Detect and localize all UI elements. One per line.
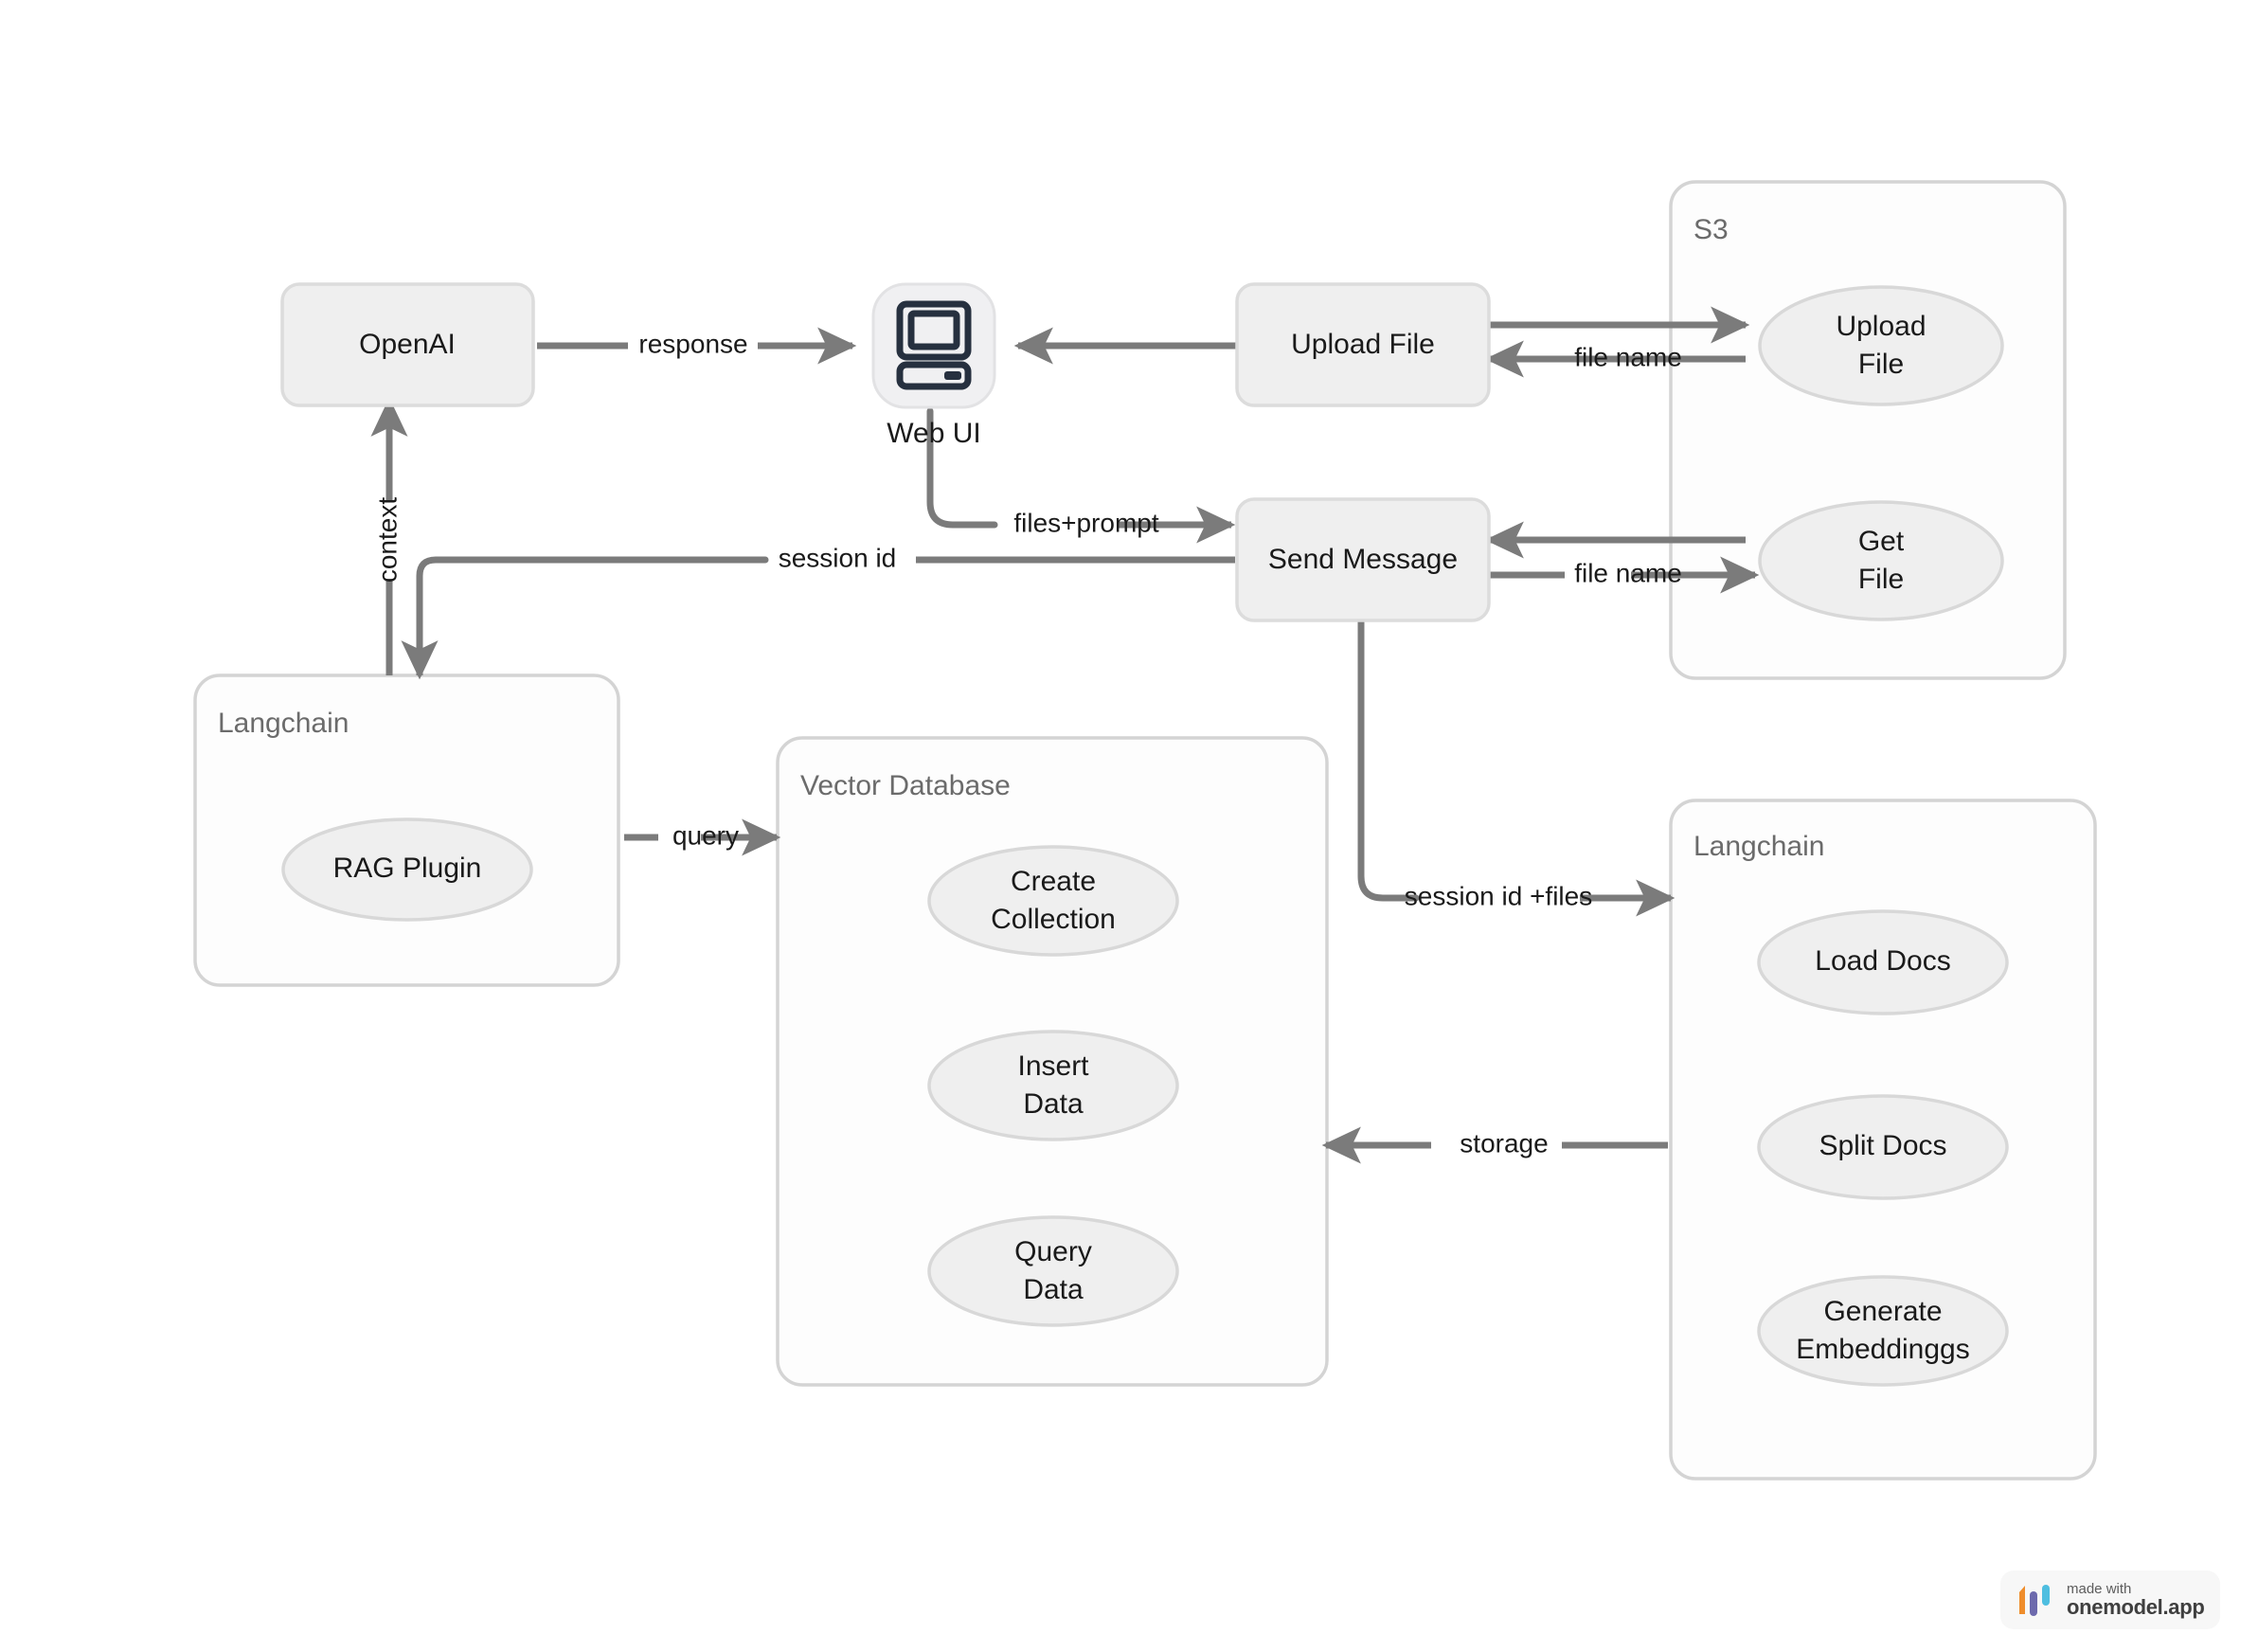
node-s3-upload-file[interactable]: Upload File	[1758, 285, 2004, 406]
edge-label-file-name-get: file name	[1574, 558, 1682, 587]
edge-s3upload-to-upload: file name	[1484, 340, 1746, 378]
node-split-docs[interactable]: Split Docs	[1757, 1094, 2009, 1200]
node-load-docs[interactable]: Load Docs	[1757, 909, 2009, 1015]
watermark-text: made with onemodel.app	[2067, 1580, 2205, 1620]
onemodel-watermark-badge[interactable]: made with onemodel.app	[2000, 1571, 2220, 1629]
rag-plugin-ellipse[interactable]	[281, 817, 533, 922]
send-message-action-label: Send Message	[1268, 544, 1458, 575]
node-web-ui[interactable]: Web UI	[871, 282, 996, 449]
send-message-action-box[interactable]	[1235, 497, 1491, 622]
create-collection-ellipse[interactable]	[927, 845, 1179, 957]
edge-label-files-prompt: files+prompt	[1013, 508, 1159, 537]
langchain-left-title: Langchain	[218, 708, 349, 739]
openai-box[interactable]	[280, 282, 535, 407]
node-s3-get-file[interactable]: Get File	[1758, 500, 2004, 621]
insert-data-label-line1: Insert	[1017, 1050, 1089, 1082]
create-collection-label-line2: Collection	[991, 904, 1116, 935]
edge-label-query: query	[672, 820, 739, 850]
insert-data-label-line2: Data	[1023, 1088, 1084, 1120]
edge-webui-to-send: files+prompt	[926, 407, 1236, 544]
desktop-computer-icon	[896, 300, 972, 390]
watermark-brand: onemodel.app	[2067, 1595, 2205, 1620]
upload-file-action-label: Upload File	[1291, 329, 1435, 360]
upload-file-action-box[interactable]	[1235, 282, 1491, 407]
edge-label-session-id-files: session id +files	[1405, 881, 1592, 910]
node-upload-file-action[interactable]: Upload File	[1235, 282, 1491, 407]
node-rag-plugin[interactable]: RAG Plugin	[281, 817, 533, 922]
langchain-right-title: Langchain	[1694, 831, 1824, 862]
s3-get-file-ellipse[interactable]	[1758, 500, 2004, 621]
rag-plugin-label: RAG Plugin	[333, 853, 482, 884]
edge-ragplugin-to-vectordb: query	[624, 818, 781, 856]
s3-upload-file-label-line2: File	[1858, 349, 1904, 380]
query-data-label-line1: Query	[1014, 1236, 1092, 1267]
edge-send-to-session-langchain: session id	[401, 543, 1235, 680]
generate-embeddings-ellipse[interactable]	[1757, 1275, 2009, 1387]
node-openai[interactable]: OpenAI	[280, 282, 535, 407]
watermark-made-with: made with	[2067, 1580, 2132, 1597]
node-send-message-action[interactable]: Send Message	[1235, 497, 1491, 622]
s3-get-file-label-line1: Get	[1858, 526, 1905, 557]
edge-label-context: context	[372, 497, 402, 583]
load-docs-label: Load Docs	[1815, 945, 1950, 977]
edge-send-to-s3get: file name	[1489, 556, 1760, 594]
onemodel-logo-icon	[2018, 1585, 2050, 1616]
node-insert-data[interactable]: Insert Data	[927, 1030, 1179, 1141]
create-collection-label-line1: Create	[1011, 866, 1096, 897]
generate-embeddings-label-line1: Generate	[1823, 1296, 1942, 1327]
edge-send-to-langchain-right: session id +files	[1357, 614, 1676, 917]
edge-label-file-name-upload: file name	[1574, 342, 1682, 371]
edge-label-storage: storage	[1460, 1128, 1548, 1158]
split-docs-label: Split Docs	[1819, 1130, 1946, 1161]
s3-upload-file-label-line1: Upload	[1836, 311, 1926, 342]
generate-embeddings-label-line2: Embeddinggs	[1796, 1334, 1969, 1365]
load-docs-ellipse[interactable]	[1757, 909, 2009, 1015]
node-create-collection[interactable]: Create Collection	[927, 845, 1179, 957]
node-query-data[interactable]: Query Data	[927, 1215, 1179, 1327]
openai-label: OpenAI	[359, 329, 456, 360]
vector-database-title: Vector Database	[800, 770, 1011, 801]
insert-data-ellipse[interactable]	[927, 1030, 1179, 1141]
edge-label-session-id: session id	[779, 543, 897, 572]
edge-context-to-openai: context	[370, 397, 408, 675]
web-ui-caption: Web UI	[887, 418, 980, 449]
split-docs-ellipse[interactable]	[1757, 1094, 2009, 1200]
node-generate-embeddings[interactable]: Generate Embeddinggs	[1757, 1275, 2009, 1387]
s3-title: S3	[1694, 214, 1729, 245]
edge-langchain-to-vectordb: storage	[1321, 1126, 1668, 1164]
s3-upload-file-ellipse[interactable]	[1758, 285, 2004, 406]
edge-openai-to-webui: response	[537, 327, 857, 365]
query-data-ellipse[interactable]	[927, 1215, 1179, 1327]
query-data-label-line2: Data	[1023, 1274, 1084, 1305]
s3-get-file-label-line2: File	[1858, 564, 1904, 595]
edge-label-response: response	[638, 329, 747, 358]
